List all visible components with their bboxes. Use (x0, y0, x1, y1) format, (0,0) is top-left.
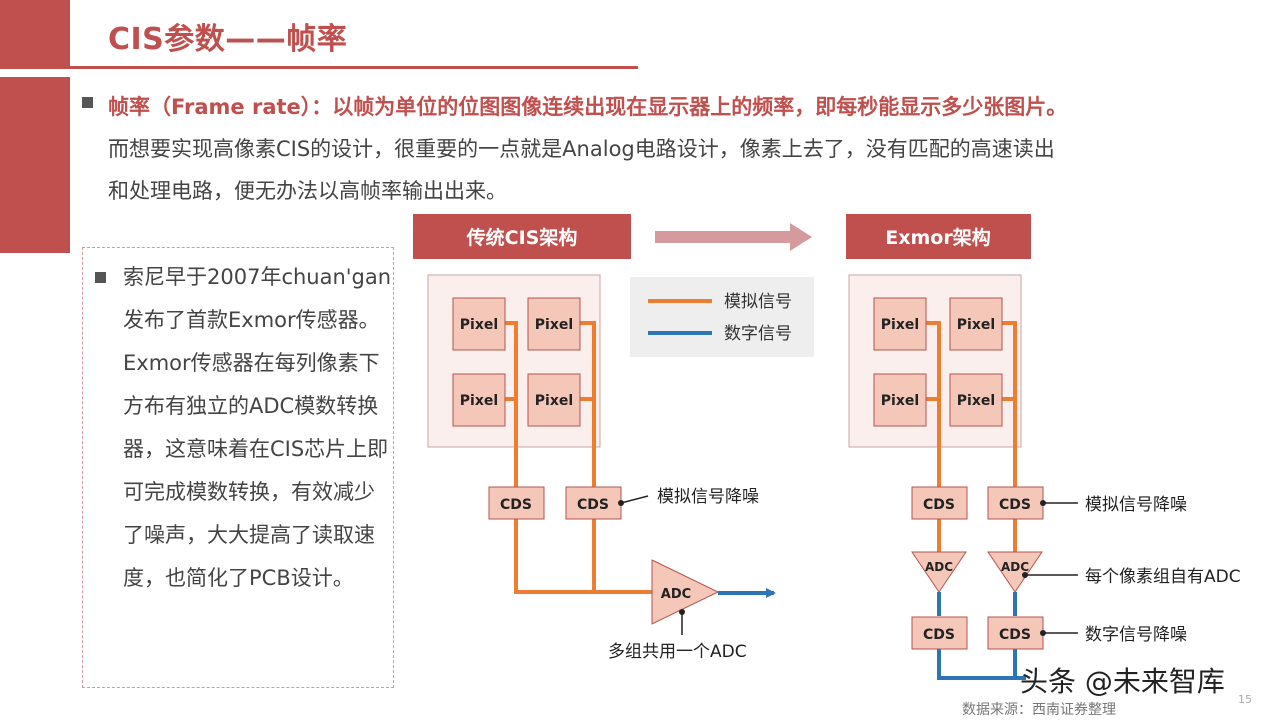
legend-box (630, 277, 814, 357)
legend-digital-label: 数字信号 (724, 324, 792, 344)
adc-triangle (911, 551, 967, 593)
data-source-credit: 数据来源：西南证券整理 (962, 702, 1116, 718)
pixel-grid-left: Pixel Pixel Pixel Pixel (452, 297, 581, 427)
bullet-square-icon (95, 272, 106, 283)
cds-label: CDS (923, 627, 955, 643)
pixel-cell (873, 373, 927, 427)
header-traditional-cis-label: 传统CIS架构 (466, 226, 578, 249)
adc-label: ADC (661, 587, 691, 602)
adc-triangle (987, 551, 1043, 593)
intro-line-3: 和处理电路，便无办法以高帧率输出出来。 (108, 179, 507, 203)
cds-block (565, 486, 622, 520)
pixel-cell (873, 297, 927, 351)
annotation-analog-denoise-left: 模拟信号降噪 (657, 487, 759, 507)
pixel-label: Pixel (881, 317, 919, 333)
analog-wires-left (504, 321, 660, 594)
header-exmor (846, 214, 1031, 259)
digital-wires-right (937, 592, 1026, 680)
analog-wires-right (926, 321, 1017, 552)
sidebar-note-box: 索尼早于2007年chuan'gan发布了首款Exmor传感器。Exmor传感器… (82, 247, 394, 688)
annotation-shared-adc: 多组共用一个ADC (608, 642, 747, 662)
pixel-label: Pixel (535, 317, 573, 333)
annotation-dot (679, 609, 685, 615)
pixel-label: Pixel (957, 393, 995, 409)
pixel-label: Pixel (881, 393, 919, 409)
annotation-leader (620, 495, 649, 504)
title-underline (0, 66, 638, 69)
annotation-digital-denoise: 数字信号降噪 (1085, 625, 1187, 645)
cds-label: CDS (999, 627, 1031, 643)
pixel-label: Pixel (535, 393, 573, 409)
transition-arrow-icon (655, 223, 812, 251)
slide-title: CIS参数——帧率 (108, 22, 348, 57)
annotation-dot (1040, 500, 1046, 506)
cds-block (911, 616, 968, 650)
pixel-cell (452, 297, 506, 351)
annotation-analog-denoise-right: 模拟信号降噪 (1085, 495, 1187, 515)
pixel-cell (452, 373, 506, 427)
cds-block (488, 486, 545, 520)
pixel-cell (949, 373, 1003, 427)
annotation-dot (1022, 572, 1028, 578)
watermark: 头条 @未来智库 (1020, 665, 1225, 698)
pixel-label: Pixel (957, 317, 995, 333)
accent-bar-left (0, 77, 70, 253)
cds-label: CDS (500, 497, 532, 513)
legend-analog-label: 模拟信号 (724, 292, 792, 312)
shared-adc-triangle (651, 559, 720, 625)
cds-block (911, 486, 968, 520)
intro-line-1: 帧率（Frame rate）：以帧为单位的位图图像连续出现在显示器上的频率，即每… (108, 95, 1068, 119)
accent-bar-top (0, 0, 70, 68)
pixel-cell (527, 373, 581, 427)
adc-label: ADC (925, 560, 953, 574)
cds-label: CDS (577, 497, 609, 513)
annotation-dot (1040, 630, 1046, 636)
bullet-square-icon (82, 97, 93, 108)
cds-block (987, 486, 1044, 520)
intro-line-2: 而想要实现高像素CIS的设计，很重要的一点就是Analog电路设计，像素上去了，… (108, 137, 1055, 161)
adc-label: ADC (1001, 560, 1029, 574)
cds-block (987, 616, 1044, 650)
pixel-label: Pixel (460, 317, 498, 333)
cds-label: CDS (999, 497, 1031, 513)
pixel-cell (949, 297, 1003, 351)
page-number: 15 (1238, 693, 1252, 706)
sidebar-note-text: 索尼早于2007年chuan'gan发布了首款Exmor传感器。Exmor传感器… (123, 265, 392, 590)
header-exmor-label: Exmor架构 (885, 226, 990, 249)
annotation-dot (618, 500, 624, 506)
header-traditional-cis (413, 214, 631, 259)
pixel-label: Pixel (460, 393, 498, 409)
annotation-per-group-adc: 每个像素组自有ADC (1085, 567, 1241, 587)
pixel-grid-right: Pixel Pixel Pixel Pixel (873, 297, 1003, 427)
cds-label: CDS (923, 497, 955, 513)
pixel-cell (527, 297, 581, 351)
